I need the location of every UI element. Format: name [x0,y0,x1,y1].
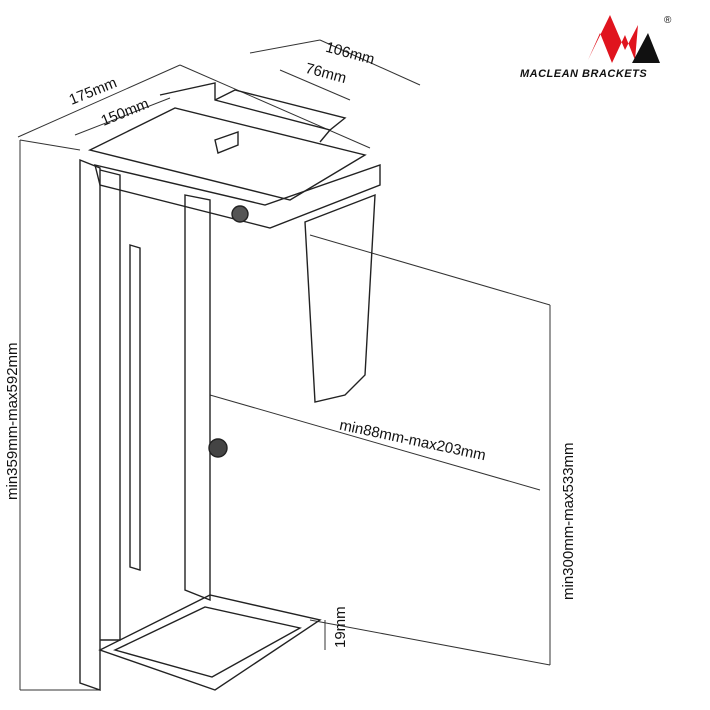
top-plate [87,107,367,201]
adjust-knob [231,205,249,223]
lower-knob [208,438,228,458]
logo-brand-text: MACLEAN BRACKETS [520,68,648,80]
svg-text:®: ® [664,15,672,26]
right-arm [184,194,211,602]
dimension-lines [17,39,551,691]
mounting-bolt [214,131,239,154]
dim-base-lip: 19mm [332,606,349,648]
side-panel [304,193,376,403]
dim-device-height: min300mm-max533mm [560,442,577,600]
base-tray [98,594,322,691]
logo-mark: ® [588,15,672,63]
dim-total-height: min359mm-max592mm [4,342,21,500]
left-arm [79,158,101,691]
